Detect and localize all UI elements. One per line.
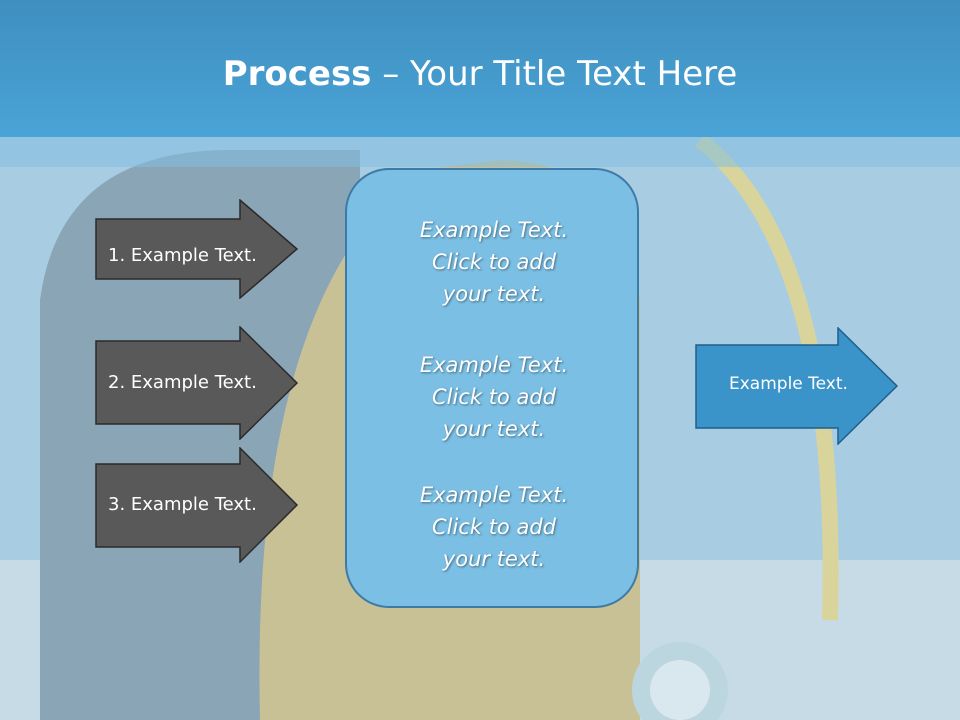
- right-arrow[interactable]: Example Text.: [695, 327, 900, 445]
- arrow-3[interactable]: 3. Example Text.: [95, 447, 300, 563]
- arrow-2-label: 2. Example Text.: [108, 372, 257, 393]
- center-text-box[interactable]: Example Text. Click to add your text. Ex…: [345, 168, 639, 608]
- paragraph-2-line-2: Click to add: [431, 385, 556, 409]
- paragraph-3-line-3: your text.: [442, 547, 546, 571]
- center-paragraph-2: Example Text. Click to add your text.: [347, 349, 641, 445]
- right-arrow-label: Example Text.: [729, 374, 848, 394]
- paragraph-1-line-3: your text.: [442, 282, 546, 306]
- arrow-1-shape: [95, 199, 299, 299]
- title-bold: Process: [222, 54, 372, 94]
- title-strip: [0, 137, 960, 167]
- arrow-1[interactable]: 1. Example Text.: [95, 199, 300, 299]
- arrow-3-shape: [95, 447, 299, 563]
- paragraph-1-line-1: Example Text.: [419, 218, 569, 242]
- arrow-2-shape: [95, 326, 299, 440]
- paragraph-3-line-1: Example Text.: [419, 483, 569, 507]
- right-arrow-shape: [695, 327, 899, 445]
- paragraph-2-line-3: your text.: [442, 417, 546, 441]
- arrow-3-label: 3. Example Text.: [108, 494, 257, 515]
- center-paragraph-3: Example Text. Click to add your text.: [347, 479, 641, 575]
- slide-title[interactable]: Process – Your Title Text Here: [0, 52, 960, 96]
- center-paragraph-1: Example Text. Click to add your text.: [347, 214, 641, 310]
- paragraph-1-line-2: Click to add: [431, 250, 556, 274]
- arrow-2[interactable]: 2. Example Text.: [95, 326, 300, 440]
- paragraph-2-line-1: Example Text.: [419, 353, 569, 377]
- paragraph-3-line-2: Click to add: [431, 515, 556, 539]
- title-rest: – Your Title Text Here: [371, 54, 738, 94]
- arrow-1-label: 1. Example Text.: [108, 245, 257, 266]
- title-bar: [0, 0, 960, 137]
